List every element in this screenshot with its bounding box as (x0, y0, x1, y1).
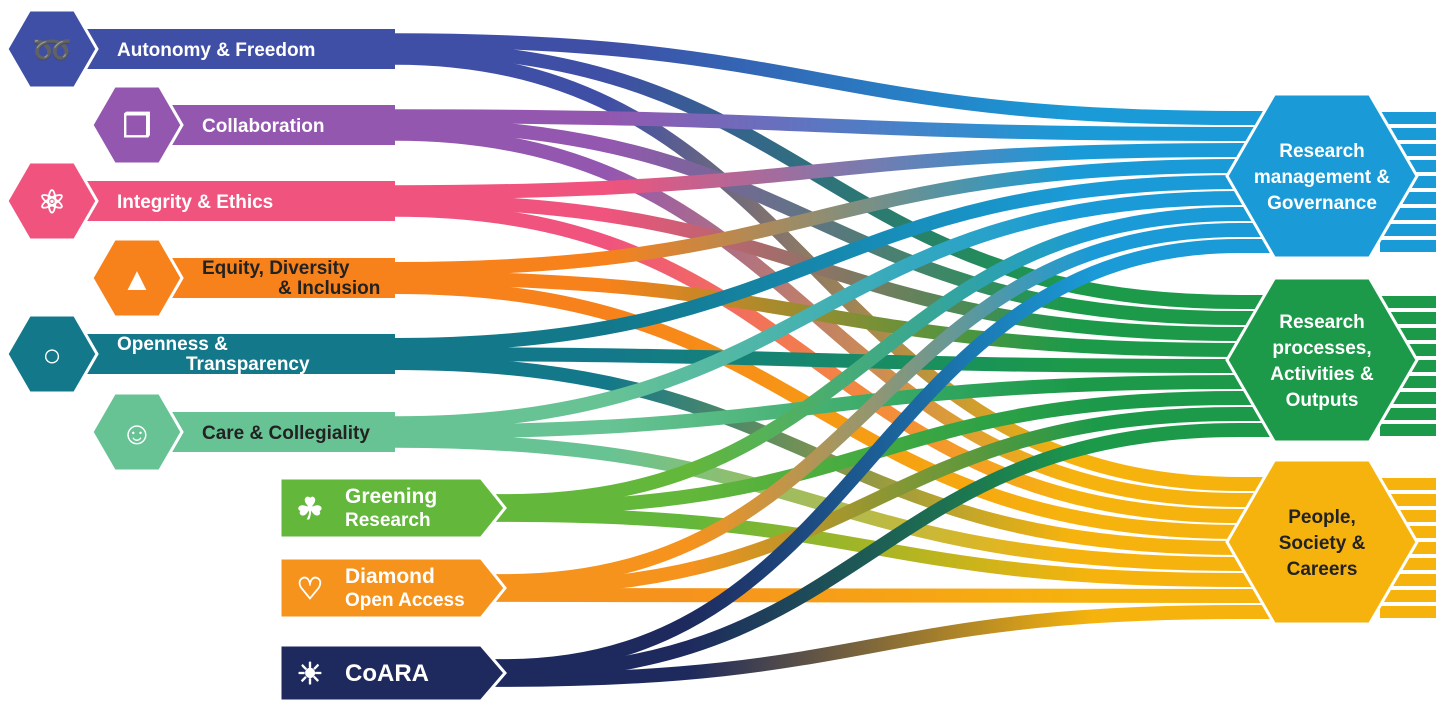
source-label-collaboration: Collaboration (202, 116, 324, 137)
target-label-people: Careers (1287, 559, 1358, 580)
source-label-integrity: Integrity & Ethics (117, 192, 273, 213)
source-care: ☺ Care & Collegiality (90, 391, 395, 473)
source-label-openness: Transparency (186, 354, 310, 375)
flow-integrity-to-governance (235, 143, 1330, 200)
source-label-greening: Research (345, 510, 431, 531)
flow-coara-to-people (345, 605, 1330, 687)
shapes-icon: ▲ (121, 261, 153, 297)
source-collaboration: ❒ Collaboration (90, 84, 395, 166)
flow-diamond-to-governance (345, 223, 1330, 589)
target-label-governance: Governance (1267, 193, 1377, 214)
flow-care-to-governance (235, 191, 1330, 431)
winding-road-icon: ➿ (32, 32, 72, 68)
target-exit-band (1380, 224, 1436, 236)
target-hexagon (1225, 92, 1419, 260)
target-label-processes: Research (1279, 312, 1365, 333)
source-hexagon (5, 313, 99, 395)
flow-collaboration-to-governance (235, 109, 1330, 141)
source-hexagon (5, 160, 99, 242)
source-integrity: ⚛ Integrity & Ethics (5, 160, 395, 242)
target-label-governance: Research (1279, 141, 1365, 162)
flow-openness-to-governance (235, 175, 1330, 352)
flow-greening-to-governance (345, 207, 1330, 509)
source-hexagon (90, 237, 184, 319)
flow-diamond-to-people (345, 587, 1330, 603)
target-hexagon (1225, 458, 1419, 626)
target-exit-band (1380, 240, 1436, 252)
target-people: People, Society & Careers (1225, 458, 1419, 626)
source-label-equity: Equity, Diversity (202, 258, 350, 279)
flow-coara-to-governance (345, 239, 1330, 674)
source-band (157, 412, 395, 452)
source-equity: ▲ Equity, Diversity& Inclusion (90, 237, 395, 319)
source-coara: ☀ CoARA (278, 643, 507, 702)
source-autonomy: ➿ Autonomy & Freedom (5, 8, 395, 90)
flow-autonomy-to-governance (235, 33, 1330, 125)
source-hexagon (90, 391, 184, 473)
target-processes: Research processes, Activities & Outputs (1225, 276, 1419, 444)
source-hexagon (90, 84, 184, 166)
target-governance: Research management & Governance (1225, 92, 1419, 260)
source-tag (278, 643, 507, 702)
target-label-processes: processes, (1272, 338, 1371, 359)
source-label-greening: Greening (345, 485, 437, 508)
target-exit-band (1380, 112, 1436, 124)
target-exit-band (1380, 296, 1436, 308)
source-tag (278, 556, 507, 620)
target-label-processes: Outputs (1286, 390, 1359, 411)
source-hexagon (5, 8, 99, 90)
source-label-autonomy: Autonomy & Freedom (117, 40, 315, 61)
source-band (157, 258, 395, 298)
hand-people-icon: ☺ (121, 415, 154, 451)
target-hexagon (1225, 276, 1419, 444)
coara-sun-icon: ☀ (297, 658, 324, 691)
source-label-care: Care & Collegiality (202, 423, 370, 444)
source-band (72, 29, 395, 69)
target-exit-band (1380, 478, 1436, 490)
source-tag (278, 476, 507, 540)
target-exit-band (1380, 606, 1436, 618)
source-label-equity: & Inclusion (278, 278, 380, 299)
source-label-diamond: Diamond (345, 565, 435, 588)
source-label-coara: CoARA (345, 660, 429, 687)
puzzle-building-icon: ❒ (123, 108, 152, 144)
hands-atom-icon: ⚛ (38, 184, 67, 220)
source-label-diamond: Open Access (345, 590, 465, 611)
flow-equity-to-governance (235, 159, 1330, 276)
target-exit-band (1380, 408, 1436, 420)
target-label-people: People, (1288, 507, 1356, 528)
source-band (72, 181, 395, 221)
target-label-processes: Activities & (1270, 364, 1374, 385)
target-label-governance: management & (1254, 167, 1390, 188)
flow-openness-to-processes (235, 347, 1330, 373)
source-label-openness: Openness & (117, 334, 228, 355)
heart-diamond-icon: ♡ (297, 573, 324, 606)
target-exit-band (1380, 590, 1436, 602)
source-openness: ○ Openness &Transparency (5, 313, 395, 395)
bubbles-lock-icon: ○ (42, 337, 61, 373)
source-band (157, 105, 395, 145)
source-band (72, 334, 395, 374)
target-exit-band (1380, 424, 1436, 436)
flow-care-to-people (235, 433, 1330, 571)
flow-diamond-to-processes (345, 407, 1330, 595)
flow-coara-to-processes (345, 423, 1330, 680)
leaf-icon: ☘ (297, 493, 324, 526)
target-label-people: Society & (1279, 533, 1366, 554)
